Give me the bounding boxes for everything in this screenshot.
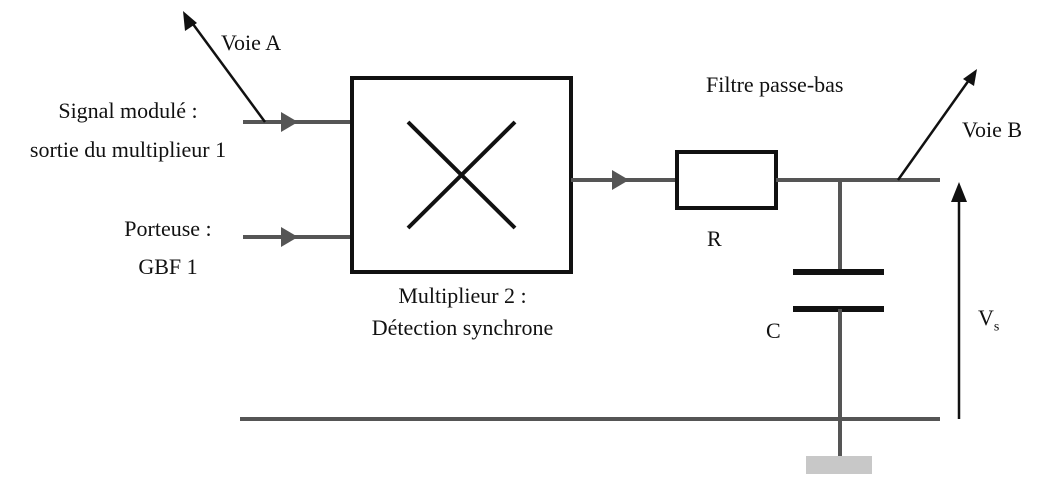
signal-label-line2: sortie du multiplieur 1 xyxy=(29,137,227,162)
carrier-label-line2: GBF 1 xyxy=(138,254,198,279)
ground-symbol xyxy=(806,456,872,474)
resistor-symbol xyxy=(675,150,778,210)
multiplier-label-line1: Multiplieur 2 : xyxy=(398,283,527,308)
voie-a-label: Voie A xyxy=(221,30,282,55)
vs-label-main: V xyxy=(978,305,994,330)
capacitor-label: C xyxy=(766,318,781,343)
voie-b-probe-arrowhead xyxy=(963,69,977,86)
voie-a-probe-line xyxy=(188,19,267,123)
signal-input-arrow xyxy=(281,112,298,132)
carrier-input-arrow xyxy=(281,227,298,247)
vs-label: Vs xyxy=(978,305,999,340)
voie-a-probe-arrowhead xyxy=(183,11,197,31)
voie-b-label: Voie B xyxy=(962,117,1023,142)
carrier-label-line1: Porteuse : xyxy=(124,216,212,241)
vs-voltage-arrowhead xyxy=(951,182,967,202)
filter-title: Filtre passe-bas xyxy=(706,72,844,97)
vs-label-subscript: s xyxy=(993,319,1000,335)
voie-b-probe-line xyxy=(896,79,971,181)
multiplier-label-line2: Détection synchrone xyxy=(371,315,554,340)
multiplier-cross-stroke-2 xyxy=(406,120,517,230)
multiplier-output-arrow xyxy=(612,170,629,190)
resistor-label: R xyxy=(707,226,722,251)
signal-label-line1: Signal modulé : xyxy=(58,98,198,123)
